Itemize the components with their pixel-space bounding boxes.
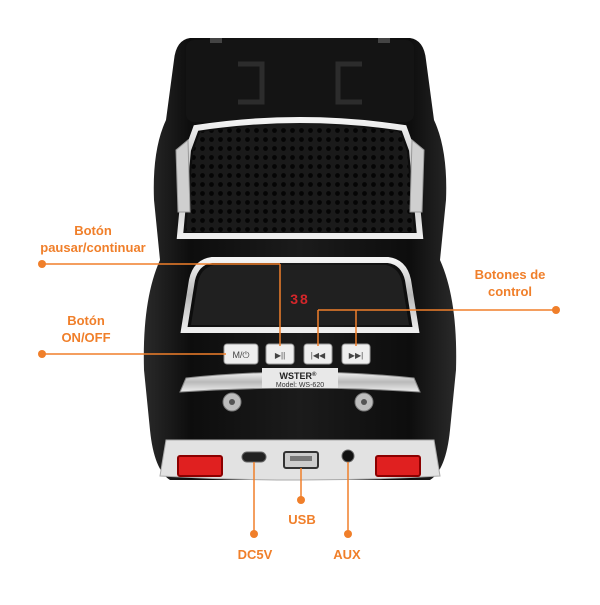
button-play-pause-label: ▶|| xyxy=(275,351,285,360)
callout-dc-dot xyxy=(250,530,258,538)
hood-clip-left xyxy=(210,38,222,43)
speaker-grille xyxy=(186,125,414,232)
hood-vent-left xyxy=(238,61,265,105)
bolt-right xyxy=(354,392,374,412)
button-previous-label: |◀◀ xyxy=(311,351,326,360)
label-control-line1: Botones de xyxy=(474,267,546,282)
label-aux: AUX xyxy=(333,547,361,562)
button-power[interactable]: M/⏻ xyxy=(223,343,259,365)
label-pausar-line1: Botón xyxy=(74,223,112,238)
mirror-left xyxy=(175,138,191,213)
brand-plate xyxy=(262,368,338,388)
button-play-pause[interactable]: ▶|| xyxy=(265,343,295,365)
label-on-off: Botón ON/OFF xyxy=(36,312,136,346)
dc5v-port xyxy=(241,451,267,463)
hood xyxy=(186,40,414,122)
callout-control-dot xyxy=(552,306,560,314)
callout-pausar-dot xyxy=(38,260,46,268)
label-onoff-line2: ON/OFF xyxy=(61,330,111,345)
callout-aux-dot xyxy=(344,530,352,538)
label-pausar-line2: pausar/continuar xyxy=(40,240,146,255)
button-power-label: M/⏻ xyxy=(232,350,249,360)
brand-name: WSTER® xyxy=(280,371,318,381)
callout-usb-dot xyxy=(297,496,305,504)
model-name: Model: WS-620 xyxy=(276,382,324,389)
usb-port-inner xyxy=(290,456,312,461)
button-previous[interactable]: |◀◀ xyxy=(303,343,333,365)
callout-onoff-dot xyxy=(38,350,46,358)
aux-port xyxy=(341,449,355,463)
label-control-buttons: Botones de control xyxy=(455,266,565,300)
label-control-line2: control xyxy=(487,284,533,299)
hood-vent-right xyxy=(335,61,362,105)
callout-lines xyxy=(38,260,560,538)
button-next-label: ▶▶| xyxy=(349,351,363,360)
label-dc5v: DC5V xyxy=(237,547,273,562)
label-usb: USB xyxy=(288,512,316,527)
led-display: 38 xyxy=(290,291,310,307)
label-pausar-continuar: Botón pausar/continuar xyxy=(18,222,168,256)
mirror-right xyxy=(409,138,425,213)
tail-light-right xyxy=(375,455,421,477)
hood-clip-right xyxy=(378,38,390,43)
bolt-left xyxy=(222,392,242,412)
tail-light-left xyxy=(177,455,223,477)
button-next[interactable]: ▶▶| xyxy=(341,343,371,365)
label-onoff-line1: Botón xyxy=(67,313,105,328)
